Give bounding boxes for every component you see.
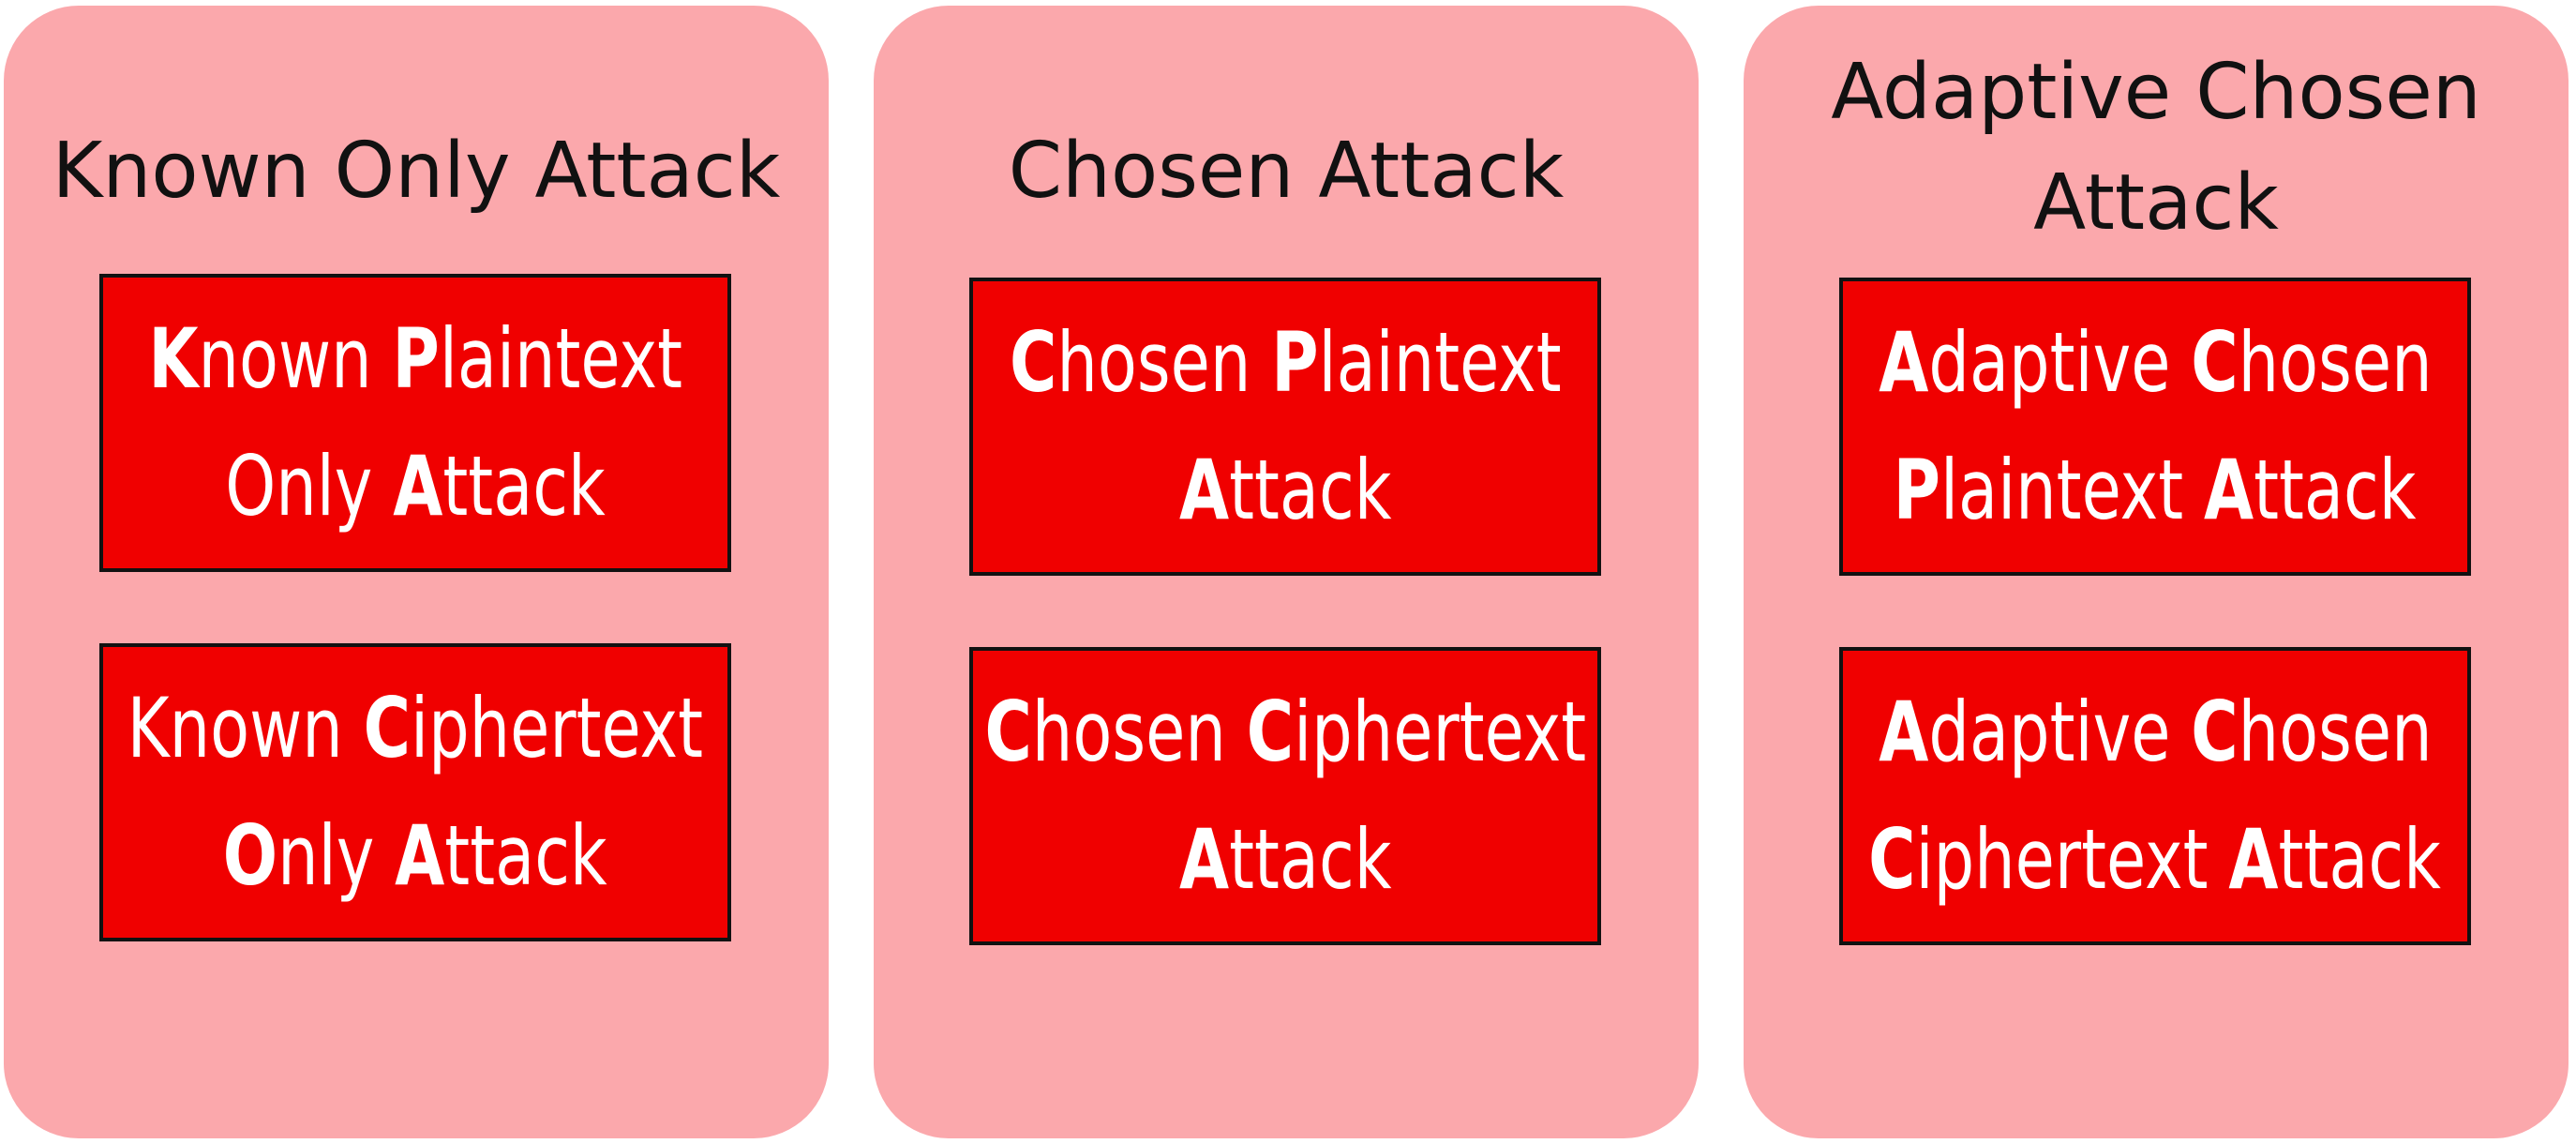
emphasized-initial: A — [2204, 442, 2254, 538]
emphasized-initial: A — [1178, 811, 1229, 908]
box-text-line: Known Ciphertext — [127, 665, 703, 792]
panel-title: Known Only Attack — [4, 116, 829, 227]
panel-title: Adaptive Chosen Attack — [1744, 38, 2569, 259]
box-text: ttack — [1228, 811, 1392, 908]
box-text: laintext — [1940, 442, 2205, 538]
box-text: nown — [198, 310, 393, 407]
box-text: laintext — [1318, 314, 1562, 411]
box-text-line: Attack — [1179, 427, 1392, 554]
box-text-line: Adaptive Chosen — [1879, 669, 2432, 796]
box-text-line: Attack — [1179, 796, 1392, 924]
emphasized-initial: A — [393, 438, 443, 534]
emphasized-initial: C — [984, 684, 1032, 780]
emphasized-initial: P — [1270, 314, 1319, 411]
box-text-line: Known Plaintext — [148, 295, 682, 423]
emphasized-initial: K — [148, 310, 199, 407]
emphasized-initial: A — [1878, 684, 1928, 780]
panel-title: Chosen Attack — [874, 116, 1699, 227]
box-text: Known — [127, 680, 364, 776]
box-text: iphertext — [411, 680, 704, 776]
box-text-line: Only Attack — [223, 792, 607, 920]
box-text: ttack — [444, 807, 607, 904]
box-text: ttack — [2254, 442, 2417, 538]
box-text: ttack — [442, 438, 606, 534]
panel-title-line: Attack — [2033, 158, 2279, 248]
box-text: nly — [277, 807, 396, 904]
emphasized-initial: A — [1178, 442, 1229, 538]
panel-title-line: Known Only Attack — [52, 127, 781, 216]
emphasized-initial: P — [1894, 442, 1941, 538]
box-text-line: Only Attack — [225, 423, 606, 550]
box-text: hosen — [1031, 684, 1247, 780]
box-text: iphertext — [1293, 684, 1586, 780]
emphasized-initial: C — [1246, 684, 1294, 780]
box-text: Only — [225, 438, 394, 534]
emphasized-initial: C — [2190, 314, 2239, 411]
emphasized-initial: O — [223, 807, 278, 904]
panel-title-line: Chosen Attack — [1008, 127, 1565, 216]
box-text: laintext — [439, 310, 682, 407]
box-text: ttack — [2279, 811, 2442, 908]
emphasized-initial: P — [392, 310, 440, 407]
box-text-line: Chosen Plaintext — [1010, 299, 1562, 427]
box-text: hosen — [1056, 314, 1271, 411]
box-text: daptive — [1927, 314, 2191, 411]
box-text-line: Chosen Ciphertext — [984, 669, 1586, 796]
box-text-line: Ciphertext Attack — [1869, 796, 2442, 924]
box-text-line: Plaintext Attack — [1894, 427, 2417, 554]
box-text: iphertext — [1916, 811, 2229, 908]
emphasized-initial: C — [363, 680, 412, 776]
emphasized-initial: A — [395, 807, 445, 904]
box-text: hosen — [2238, 314, 2433, 411]
emphasized-initial: A — [2228, 811, 2280, 908]
box-text: ttack — [1228, 442, 1392, 538]
emphasized-initial: C — [2190, 684, 2239, 780]
emphasized-initial: C — [1868, 811, 1917, 908]
emphasized-initial: A — [1878, 314, 1928, 411]
box-text-line: Adaptive Chosen — [1879, 299, 2432, 427]
box-text: hosen — [2238, 684, 2433, 780]
box-text: daptive — [1927, 684, 2191, 780]
panel-title-line: Adaptive Chosen — [1831, 48, 2481, 137]
emphasized-initial: C — [1009, 314, 1057, 411]
